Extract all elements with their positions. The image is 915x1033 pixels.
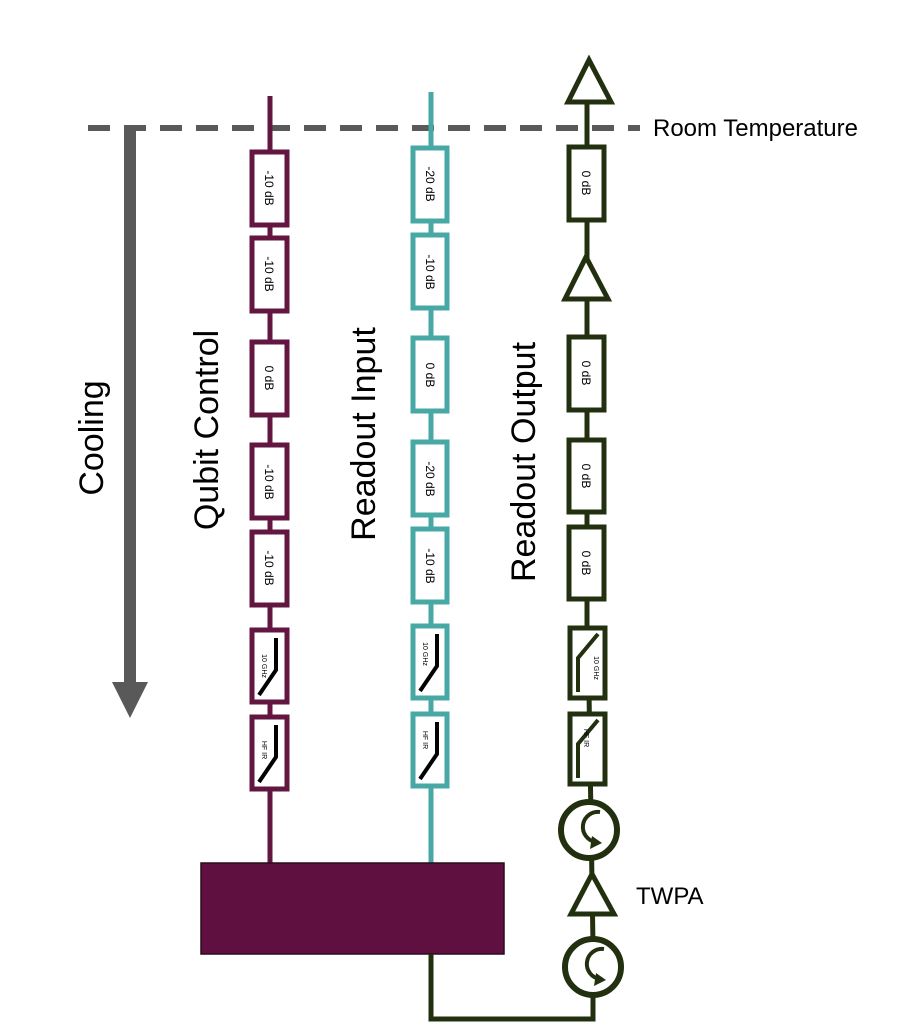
- readout-output-line: Readout Output 0 dB 0 dB 0 dB 0 dB 10 GH…: [428, 54, 704, 1022]
- svg-text:-10 dB: -10 dB: [262, 464, 276, 499]
- qubit-control-line: Qubit Control -10 dB -10 dB 0 dB -10 dB …: [188, 96, 290, 865]
- qubit-control-label: Qubit Control: [188, 330, 226, 530]
- attenuator: -10 dB: [249, 149, 290, 228]
- readout-input-label: Readout Input: [345, 327, 383, 541]
- lowpass-filter-icon: 10 GHz: [567, 625, 608, 701]
- svg-text:10 GHz: 10 GHz: [592, 656, 599, 680]
- svg-text:-10 dB: -10 dB: [423, 548, 437, 583]
- attenuator: 0 dB: [249, 339, 290, 418]
- svg-text:-10 dB: -10 dB: [262, 550, 276, 585]
- svg-text:-20 dB: -20 dB: [423, 461, 437, 496]
- readout-output-wire-bottom: [428, 954, 596, 1022]
- svg-text:0 dB: 0 dB: [579, 464, 593, 489]
- svg-text:HF IR: HF IR: [260, 741, 267, 759]
- attenuator: -10 dB: [249, 529, 290, 608]
- circulator-icon: [558, 799, 620, 861]
- amplifier-triangle-icon: [560, 251, 613, 302]
- lowpass-filter-icon: HF IR: [567, 711, 608, 787]
- svg-text:HF IR: HF IR: [421, 731, 428, 749]
- attenuator: -20 dB: [410, 439, 450, 518]
- readout-input-line: Readout Input -20 dB -10 dB 0 dB -20 dB …: [345, 92, 450, 865]
- svg-text:0 dB: 0 dB: [262, 366, 276, 391]
- svg-text:10 GHz: 10 GHz: [421, 642, 428, 666]
- attenuator: -10 dB: [410, 232, 450, 311]
- attenuator: -20 dB: [410, 145, 450, 224]
- circulator-icon: [562, 936, 624, 998]
- svg-text:0 dB: 0 dB: [423, 363, 437, 388]
- svg-text:-10 dB: -10 dB: [423, 254, 437, 289]
- svg-text:HF IR: HF IR: [582, 729, 589, 747]
- attenuator: 0 dB: [410, 335, 450, 414]
- svg-text:-10 dB: -10 dB: [262, 256, 276, 291]
- amplifier-triangle-icon: [563, 54, 616, 105]
- amplifier-triangle-icon: [566, 868, 619, 917]
- svg-text:0 dB: 0 dB: [579, 551, 593, 576]
- lowpass-filter-icon: HF IR: [249, 714, 290, 792]
- svg-text:-10 dB: -10 dB: [262, 170, 276, 205]
- room-temperature-label: Room Temperature: [653, 115, 858, 142]
- readout-output-label: Readout Output: [505, 341, 543, 582]
- attenuator: -10 dB: [249, 442, 290, 521]
- cooling-arrow-shaft: [124, 128, 136, 688]
- attenuator: 0 dB: [566, 144, 607, 223]
- lowpass-filter-icon: 10 GHz: [249, 627, 290, 705]
- cooling-label: Cooling: [73, 380, 111, 495]
- svg-text:0 dB: 0 dB: [579, 361, 593, 386]
- twpa-label: TWPA: [636, 883, 704, 910]
- attenuator: 0 dB: [566, 524, 607, 602]
- svg-text:10 GHz: 10 GHz: [260, 654, 267, 678]
- lowpass-filter-icon: 10 GHz: [410, 623, 450, 701]
- quantum-device-box: [200, 862, 505, 955]
- attenuator: 0 dB: [566, 334, 607, 413]
- svg-text:-20 dB: -20 dB: [423, 166, 437, 201]
- attenuator: -10 dB: [249, 235, 290, 314]
- attenuator: 0 dB: [566, 437, 607, 515]
- svg-text:0 dB: 0 dB: [579, 171, 593, 196]
- attenuator: -10 dB: [410, 526, 450, 605]
- cooling-arrow-head: [112, 682, 148, 718]
- lowpass-filter-icon: HF IR: [410, 711, 450, 789]
